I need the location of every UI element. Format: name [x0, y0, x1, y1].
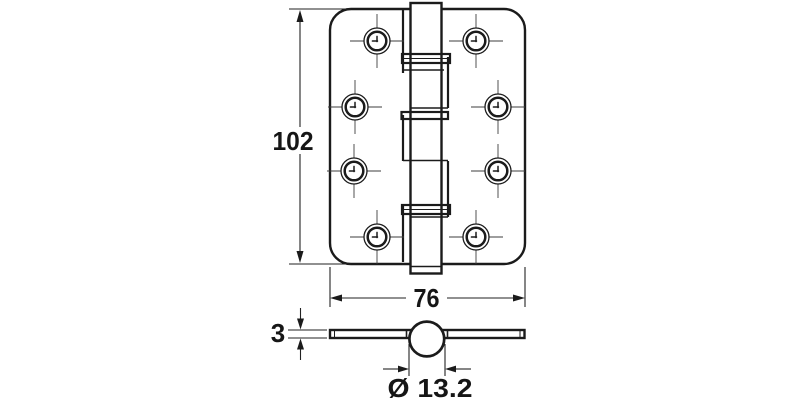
thickness-dimension-label: 3 [271, 318, 285, 348]
bearing-collar-bottom [400, 203, 452, 216]
knuckle-segments [400, 10, 452, 268]
arrow-right-icon [398, 365, 409, 373]
bearing-collar-middle [400, 110, 450, 121]
arrow-left-icon [330, 294, 342, 302]
arrow-up-icon [297, 338, 304, 350]
arrow-down-icon [296, 251, 304, 263]
dimension-width: 76 [329, 267, 526, 313]
dimension-diameter: Ø 13.2 [383, 344, 473, 400]
pin-barrel [409, 1, 443, 275]
dimension-height: 102 [270, 8, 351, 265]
arrow-down-icon [297, 318, 304, 330]
arrow-left-icon [445, 365, 456, 373]
bearing-collar-top [400, 52, 452, 65]
width-dimension-label: 76 [414, 283, 440, 313]
arrow-up-icon [296, 10, 304, 22]
arrow-right-icon [513, 294, 525, 302]
side-view [328, 320, 526, 358]
height-dimension-label: 102 [273, 126, 314, 156]
dimension-thickness: 3 [271, 308, 327, 360]
diameter-dimension-label: Ø 13.2 [388, 373, 473, 400]
front-view [325, 1, 527, 275]
knuckle-circle [408, 320, 446, 358]
